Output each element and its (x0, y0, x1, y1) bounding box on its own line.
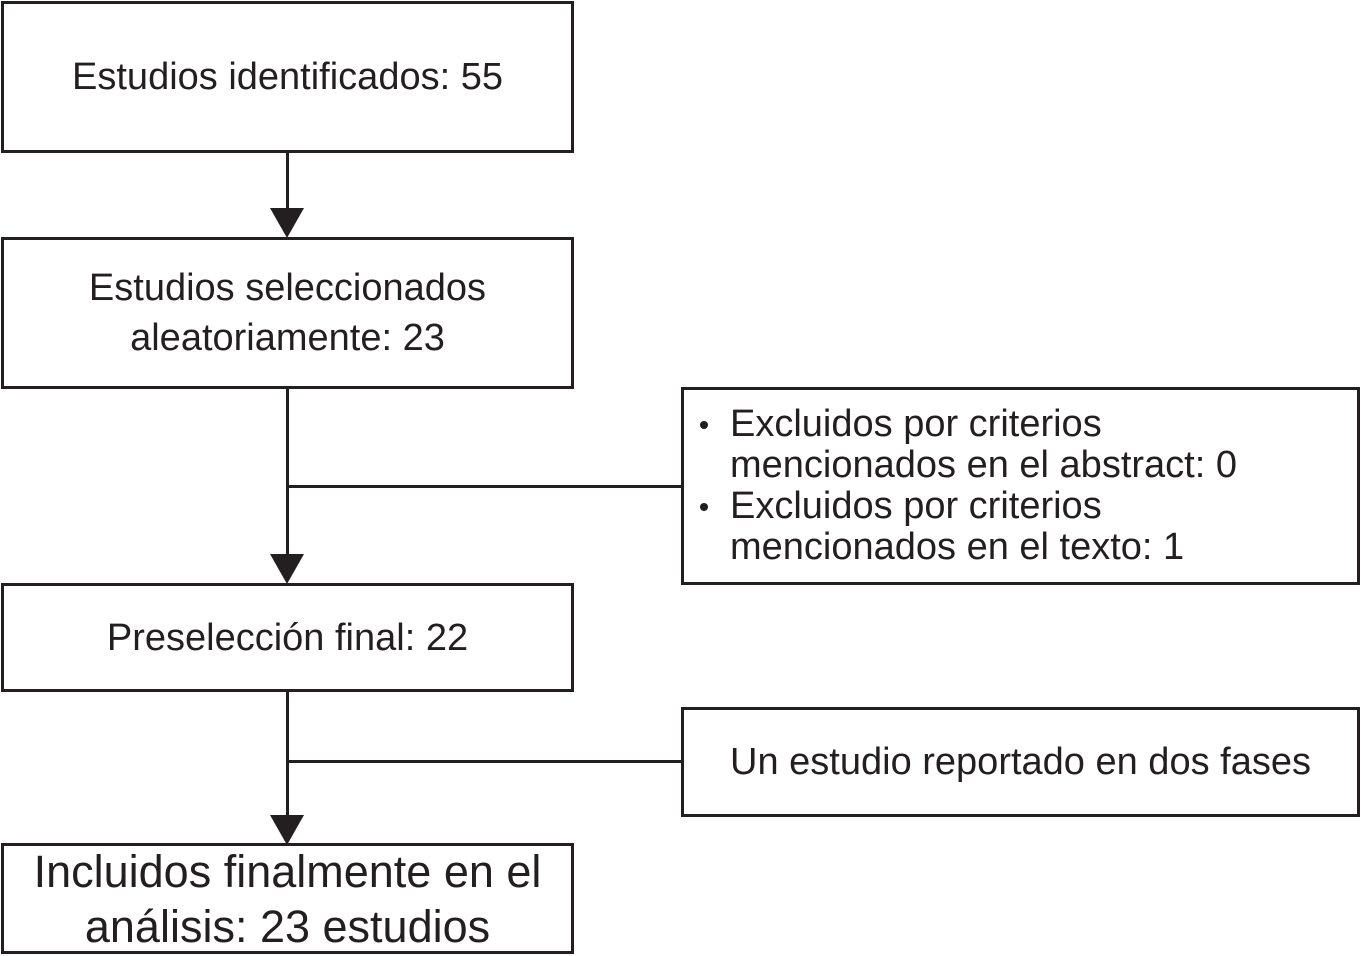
exclusion-item-line1: Excluidos por criterios (730, 485, 1102, 527)
bullet-icon (700, 503, 708, 511)
exclusions-box: Excluidos por criterios mencionados en e… (681, 387, 1360, 585)
selected-studies-box: Estudios seleccionados aleatoriamente: 2… (1, 237, 574, 389)
included-studies-box: Incluidos finalmente en el análisis: 23 … (1, 843, 574, 954)
arrow-down-icon (270, 554, 304, 584)
exclusion-item-line1: Excluidos por criterios (730, 403, 1102, 445)
branch-line (286, 485, 683, 488)
branch-line (286, 760, 683, 763)
connector-line (286, 389, 289, 555)
connector-line (286, 153, 289, 209)
exclusion-item-line2: mencionados en el texto: 1 (730, 526, 1185, 568)
bullet-icon (700, 421, 708, 429)
arrow-down-icon (270, 815, 304, 845)
included-studies-label-line2: análisis: 23 estudios (84, 900, 491, 952)
arrow-down-icon (270, 208, 304, 238)
selected-studies-label-line1: Estudios seleccionados (88, 267, 487, 309)
note-label: Un estudio reportado en dos fases (730, 741, 1311, 783)
connector-line (286, 692, 289, 816)
preselection-box: Preselección final: 22 (1, 583, 574, 692)
identified-studies-label: Estudios identificados: 55 (72, 56, 503, 98)
exclusions-list: Excluidos por criterios mencionados en e… (684, 404, 1237, 568)
exclusion-item: Excluidos por criterios mencionados en e… (700, 403, 1237, 486)
identified-studies-box: Estudios identificados: 55 (1, 1, 574, 153)
exclusion-item-line2: mencionados en el abstract: 0 (730, 444, 1237, 486)
preselection-label: Preselección final: 22 (106, 616, 469, 659)
included-studies-label-line1: Incluidos finalmente en el (33, 845, 542, 897)
note-box: Un estudio reportado en dos fases (681, 707, 1360, 817)
selected-studies-label-line2: aleatoriamente: 23 (130, 317, 445, 359)
exclusion-item: Excluidos por criterios mencionados en e… (700, 485, 1237, 568)
